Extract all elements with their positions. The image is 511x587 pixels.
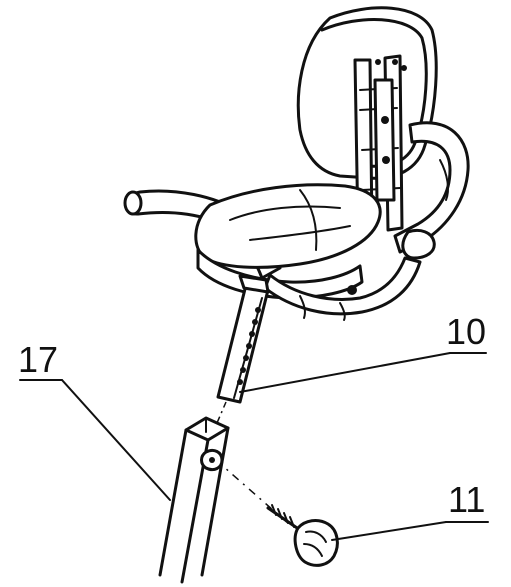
leader-10 [239,352,487,393]
seat-post [216,274,270,404]
leader-17 [19,379,171,501]
callout-17: 17 [18,339,58,380]
callout-11: 11 [448,479,485,520]
alignment-line [213,401,227,431]
backrest-icon [296,6,438,234]
frame-tube [158,416,230,584]
knob-icon [266,504,339,567]
callout-10: 10 [446,311,486,352]
leader-11 [331,521,489,541]
seat-icon [123,121,470,321]
alignment-line-bolt [215,459,291,526]
